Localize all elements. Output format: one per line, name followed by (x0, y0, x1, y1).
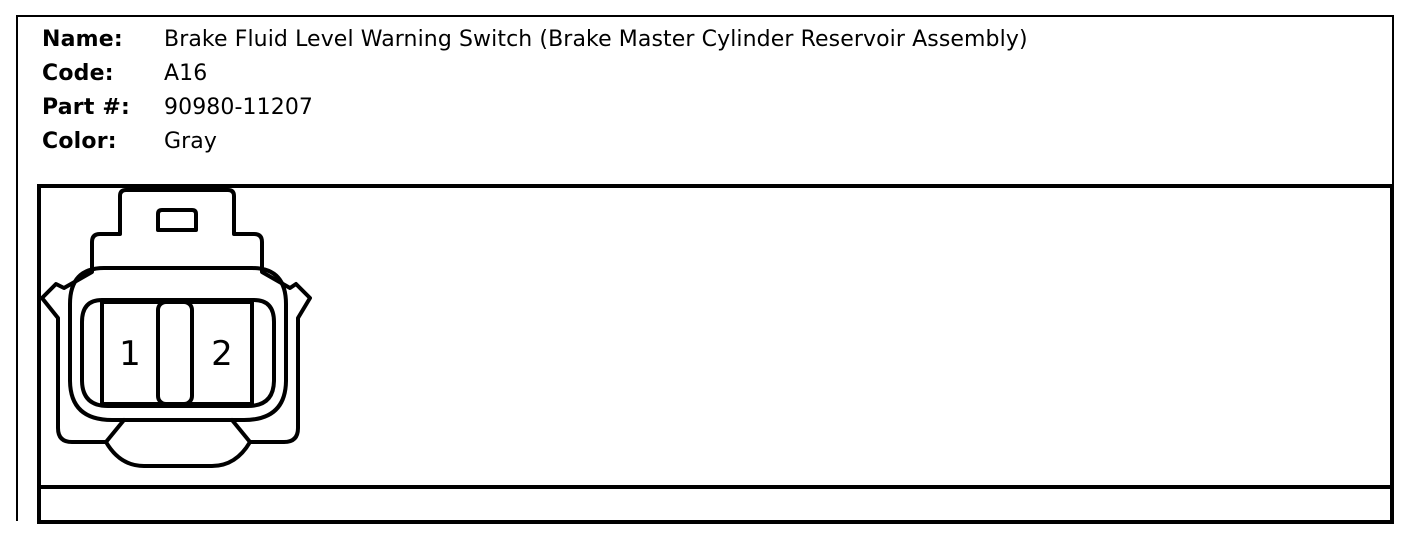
part-row: Part #: 90980-11207 (42, 92, 313, 122)
latch-tab-outline (156, 208, 198, 232)
bottom-lock-left (104, 418, 126, 444)
code-value: A16 (164, 60, 208, 86)
part-label: Part #: (42, 94, 131, 120)
color-row: Color: Gray (42, 126, 217, 156)
color-value: Gray (164, 128, 217, 154)
diagram-footer-divider (37, 485, 1394, 489)
name-row: Name: Brake Fluid Level Warning Switch (… (42, 24, 1028, 54)
part-value: 90980-11207 (164, 94, 314, 120)
connector-housing-outline (40, 188, 312, 468)
color-label: Color: (42, 128, 117, 154)
code-label: Code: (42, 60, 114, 86)
name-label: Name: (42, 26, 123, 52)
center-rib (156, 300, 194, 406)
pin-1-label: 1 (119, 334, 141, 374)
code-row: Code: A16 (42, 58, 207, 88)
pin-2-label: 2 (211, 334, 233, 374)
inner-shroud-ring (68, 266, 288, 422)
bottom-lock-right (230, 418, 252, 444)
terminal-cavity-outline (80, 298, 276, 408)
name-value: Brake Fluid Level Warning Switch (Brake … (164, 26, 1028, 52)
connector-diagram-box (37, 184, 1394, 524)
